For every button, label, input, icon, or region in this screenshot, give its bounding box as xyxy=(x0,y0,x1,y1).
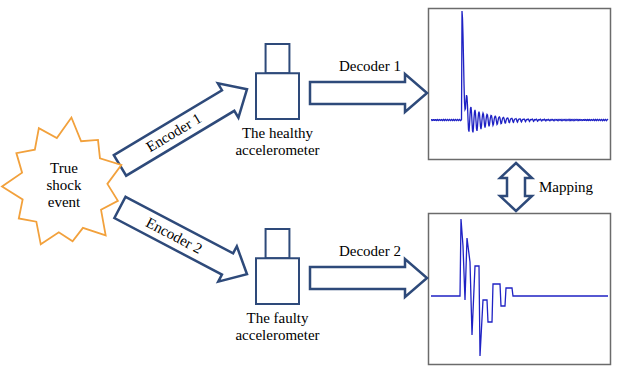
accelerometer-node: The healthy accelerometer xyxy=(255,43,300,120)
sensor-cap xyxy=(266,229,290,258)
encoder-arrow xyxy=(114,197,247,282)
sensor-body xyxy=(256,258,299,304)
signal-trace xyxy=(431,11,608,132)
accelerometer-icon xyxy=(255,228,300,305)
plot-frame xyxy=(429,9,611,160)
sensor-cap xyxy=(266,44,290,73)
plot-frame xyxy=(429,214,611,365)
encoder-arrow xyxy=(114,83,247,175)
sensor-label: The faulty accelerometer xyxy=(216,310,340,344)
arrow-label: Mapping xyxy=(537,179,595,196)
sensor-label: The healthy accelerometer xyxy=(216,125,340,159)
mapping-arrow xyxy=(500,163,532,211)
accelerometer-node: The faulty accelerometer xyxy=(255,228,300,305)
sensor-body xyxy=(256,73,299,119)
edge-label: Encoder 2 xyxy=(141,213,207,258)
arrow-label: Decoder 2 xyxy=(337,243,403,260)
arrow-label: Decoder 1 xyxy=(337,58,403,75)
accelerometer-icon xyxy=(255,43,300,120)
decoder-arrow xyxy=(310,259,427,297)
event-burst: True shock event xyxy=(0,115,128,255)
edge-label: Encoder 1 xyxy=(142,109,207,157)
decoder-arrow xyxy=(310,74,427,112)
signal-trace xyxy=(431,219,608,356)
burst-shape xyxy=(2,117,121,244)
event-label: True shock event xyxy=(33,160,95,211)
